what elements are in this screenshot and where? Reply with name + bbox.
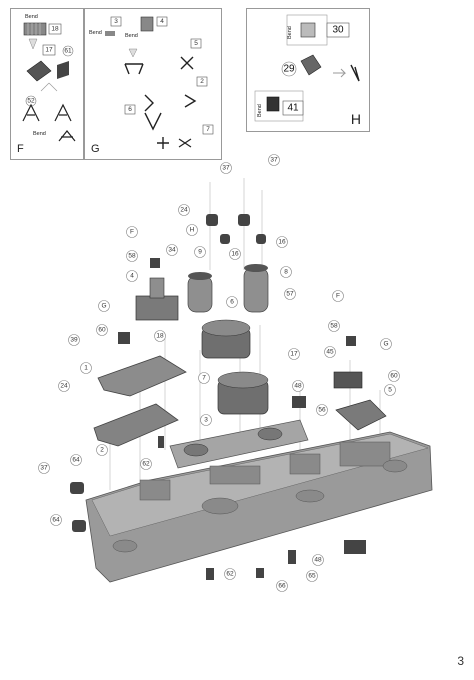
bend-label: Bend [25,14,38,20]
panel-h: Bend 30 29 Bend 41 H [246,8,370,132]
panel-f-diagram: Bend 18 17 61 52 Bend [22,14,76,142]
part-g-6: 6 [128,106,132,113]
small-parts [70,214,366,580]
block-45 [333,371,363,389]
part-61: 61 [64,48,72,55]
label-f-callout: F [130,229,134,236]
label-65: 65 [308,573,316,580]
label-48b: 48 [314,557,322,564]
label-24a: 24 [180,207,188,214]
label-37a: 37 [222,165,230,172]
label-16a: 16 [231,251,239,258]
label-58a: 58 [128,253,136,260]
callout-labels: 37 37 24 16 16 F H 9 58 34 4 8 6 57 G 60… [40,157,398,590]
part-29: 29 [283,64,295,75]
panel-f-label: F [17,143,24,155]
label-37b: 37 [270,157,278,164]
label-f-callout-2: F [336,293,340,300]
main-assembly-diagram: 37 37 24 16 16 F H 9 58 34 4 8 6 57 G 60… [38,154,433,592]
label-6: 6 [230,299,234,306]
bend-label-h2: Bend [257,104,263,117]
panel-f: Bend 18 17 61 52 Bend F [10,8,84,160]
label-4: 4 [130,273,134,280]
label-17: 17 [290,351,298,358]
label-60a: 60 [98,327,106,334]
bridge-4 [135,277,179,321]
label-45: 45 [326,349,334,356]
part-g-3: 3 [114,18,118,25]
housing-6 [201,319,251,359]
label-24b: 24 [60,383,68,390]
panel-h-diagram: Bend 30 29 Bend 41 [254,14,360,122]
part-17: 17 [45,47,53,54]
label-56: 56 [318,407,326,414]
bend-label-g2: Bend [125,33,138,39]
callouts [38,154,400,592]
panel-g-label: G [91,143,100,155]
funnel-8 [243,264,269,313]
label-37c: 37 [40,465,48,472]
bend-label-2: Bend [33,131,46,137]
superstructure-lower [93,403,179,447]
hull-details [112,441,408,553]
part-g-7: 7 [206,126,210,133]
label-64b: 64 [52,517,60,524]
panel-g: 3 Bend 4 Bend 5 2 6 7 G [84,8,222,160]
part-18: 18 [51,26,59,33]
part-52: 52 [27,98,35,105]
label-8: 8 [284,269,288,276]
label-2: 2 [100,447,104,454]
part-30: 30 [332,25,344,36]
label-7: 7 [202,375,206,382]
label-60b: 60 [390,373,398,380]
label-g-callout: G [101,303,106,310]
label-58b: 58 [330,323,338,330]
part-g-4: 4 [160,18,164,25]
label-3: 3 [204,417,208,424]
label-1: 1 [84,365,88,372]
part-g-2: 2 [200,78,204,85]
label-48a: 48 [294,383,302,390]
label-g-callout-2: G [383,341,388,348]
label-5: 5 [388,387,392,394]
label-62b: 62 [226,571,234,578]
label-9: 9 [198,249,202,256]
housing-7 [217,371,269,415]
label-16b: 16 [278,239,286,246]
part-41: 41 [287,103,299,114]
panel-g-diagram: 3 Bend 4 Bend 5 2 6 7 [89,16,214,149]
label-62a: 62 [142,461,150,468]
page-number: 3 [457,654,464,668]
label-57: 57 [286,291,294,298]
panel-h-label: H [350,111,361,127]
label-64a: 64 [72,457,80,464]
label-66: 66 [278,583,286,590]
label-18: 18 [156,333,164,340]
funnel-9 [187,272,213,313]
label-39: 39 [70,337,78,344]
platform-5 [335,399,387,431]
part-g-5: 5 [194,40,198,47]
label-34: 34 [168,247,176,254]
superstructure-upper [97,355,187,397]
bend-label-h1: Bend [287,26,293,39]
label-h-callout: H [190,227,195,234]
bend-label-g1: Bend [89,30,102,36]
